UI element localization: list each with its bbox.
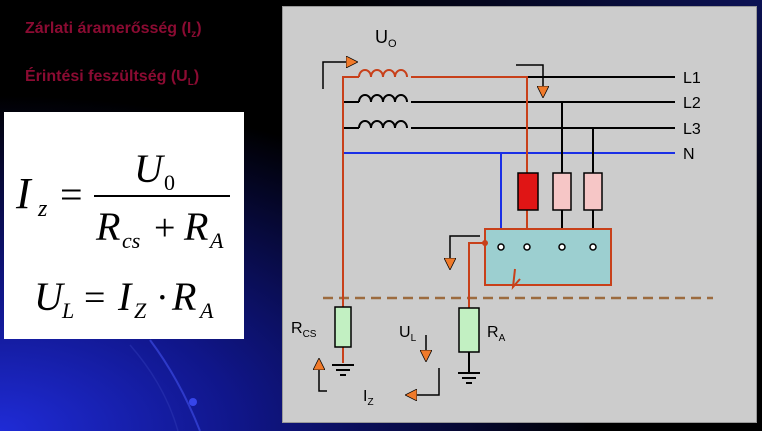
f1-lhs-sub: z xyxy=(37,196,48,222)
coil-l1 xyxy=(358,69,408,78)
device-case xyxy=(484,228,612,286)
f2-equals: = xyxy=(84,277,105,319)
fault-path xyxy=(342,76,528,363)
f1-num-sub: 0 xyxy=(164,170,175,195)
arrow-case-to-earth xyxy=(450,235,480,267)
circuit-diagram-panel: UO L1 L2 L3 N RCS RA UL IZ xyxy=(282,6,757,423)
fuse-l2 xyxy=(552,172,572,211)
terminal-l3 xyxy=(589,243,597,251)
terminal-l2 xyxy=(558,243,566,251)
touch-voltage-formula: U L = I Z · R A xyxy=(34,274,214,323)
label-rcs: RCS xyxy=(291,320,317,340)
fault-current-title-main: Zárlati áramerősség (I xyxy=(25,20,192,37)
fault-path-l1-to-fuse xyxy=(411,76,528,173)
f2-a-sub: Z xyxy=(134,298,147,323)
fault-current-title-sub: z xyxy=(191,29,197,41)
touch-voltage-title-end: ) xyxy=(193,68,200,85)
formulas-svg: I z = U 0 R cs + R A U L = I Z · R A xyxy=(15,146,230,323)
label-n: N xyxy=(683,146,695,163)
case-ground-terminal xyxy=(482,240,488,246)
fault-path-star-to-rcs xyxy=(342,76,359,307)
label-ul: UL xyxy=(399,324,417,344)
label-ra-main: R xyxy=(487,324,499,341)
coil-l3 xyxy=(358,120,408,129)
ground-symbol-ra xyxy=(458,372,480,384)
label-ul-main: U xyxy=(399,324,411,341)
f2-lhs-var: U xyxy=(34,274,66,319)
fault-current-formula: I z = U 0 R cs + R A xyxy=(15,146,230,253)
ground-symbol-rcs xyxy=(332,364,354,376)
label-ra-sub: A xyxy=(499,333,506,344)
f2-dot: · xyxy=(156,277,169,319)
arrow-iz-left xyxy=(408,368,440,395)
label-ul-sub: L xyxy=(411,333,417,344)
device-terminals xyxy=(497,243,597,251)
label-uo: UO xyxy=(375,27,397,50)
circuit-diagram: UO L1 L2 L3 N RCS RA UL IZ xyxy=(291,27,713,408)
label-uo-main: U xyxy=(375,27,388,47)
label-rcs-main: R xyxy=(291,320,303,337)
label-uo-sub: O xyxy=(388,38,397,50)
f1-lhs-var: I xyxy=(15,169,33,218)
terminal-l1 xyxy=(523,243,531,251)
f1-den-b-sub: A xyxy=(208,228,224,253)
touch-voltage-title: Érintési feszültség (UL) xyxy=(25,68,199,88)
formula-box: I z = U 0 R cs + R A U L = I Z · R A xyxy=(4,112,244,339)
fault-arc-arrowhead xyxy=(511,268,521,291)
fault-current-title: Zárlati áramerősség (Iz) xyxy=(25,20,202,40)
f1-den-b-var: R xyxy=(183,204,208,249)
label-l2: L2 xyxy=(683,95,701,112)
label-iz: IZ xyxy=(363,388,374,408)
fault-fuse-l1 xyxy=(517,172,539,211)
f1-plus: + xyxy=(154,207,175,249)
label-ra: RA xyxy=(487,324,506,344)
label-iz-main: I xyxy=(363,388,367,405)
label-l3: L3 xyxy=(683,121,701,138)
source-coils xyxy=(358,69,408,78)
f2-b-var: R xyxy=(171,274,196,319)
touch-voltage-title-sub: L xyxy=(187,77,194,89)
fault-path-case-to-ra xyxy=(468,242,485,308)
background-arc-decoration xyxy=(129,339,201,431)
coil-l2 xyxy=(358,94,408,103)
f2-a-var: I xyxy=(117,274,133,319)
touch-voltage-title-main: Érintési feszültség (U xyxy=(25,68,188,85)
arrow-iz-up xyxy=(319,361,327,392)
fuse-l3 xyxy=(583,172,603,211)
resistor-ra xyxy=(458,307,480,353)
arrow-l1-down xyxy=(516,64,543,95)
arrow-source-uo xyxy=(322,62,355,89)
source-coils-other xyxy=(358,94,408,129)
f2-lhs-sub: L xyxy=(61,298,74,323)
label-iz-sub: Z xyxy=(367,397,373,408)
current-arrows xyxy=(319,62,543,395)
f1-den-a-var: R xyxy=(95,204,120,249)
fault-current-title-end: ) xyxy=(196,20,202,37)
label-l1: L1 xyxy=(683,70,701,87)
terminal-n xyxy=(497,243,505,251)
f1-equals: = xyxy=(60,172,83,217)
f1-num-var: U xyxy=(134,146,166,191)
f1-den-a-sub: cs xyxy=(122,228,140,253)
label-rcs-sub: CS xyxy=(303,329,317,340)
resistor-rcs xyxy=(334,306,352,348)
f2-b-sub: A xyxy=(198,298,214,323)
